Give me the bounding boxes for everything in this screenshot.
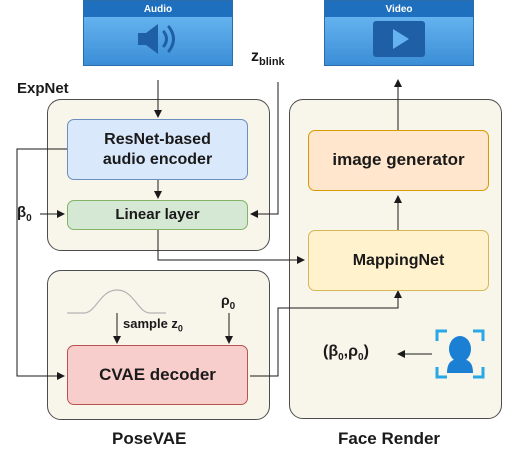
gaussian-curve [67,289,166,314]
face-scan-icon [435,329,485,379]
audio-window-title: Audio [84,1,232,17]
decoder-to-mappingnet-edge [250,290,402,377]
video-window-title: Video [325,1,473,17]
expnet-title: ExpNet [17,80,69,97]
linear-to-mappingnet-edge [157,230,305,264]
posevae-title: PoseVAE [112,429,187,448]
linear-layer-node: Linear layer [67,200,248,230]
face-params-label: (β0,ρ0) [323,343,369,364]
z-blink-label: zblink [251,48,285,69]
beta0-label: β0 [17,204,32,224]
mappingnet-node: MappingNet [308,230,489,291]
encoder-to-decoder-edge [16,148,67,380]
face-render-title: Face Render [338,429,441,448]
audio-window: Audio [83,0,233,66]
play-icon [371,19,427,64]
video-window: Video [324,0,474,66]
audio-encoder-node: ResNet-based audio encoder [67,119,248,180]
image-generator-node: image generator [308,130,489,191]
rho0-label: ρ0 [221,292,236,312]
cvae-decoder-node: CVAE decoder [67,345,248,405]
speaker-icon [134,21,182,62]
zblink-to-linear-edge [250,82,279,218]
sample-z0-label: sample z0 [123,316,183,334]
